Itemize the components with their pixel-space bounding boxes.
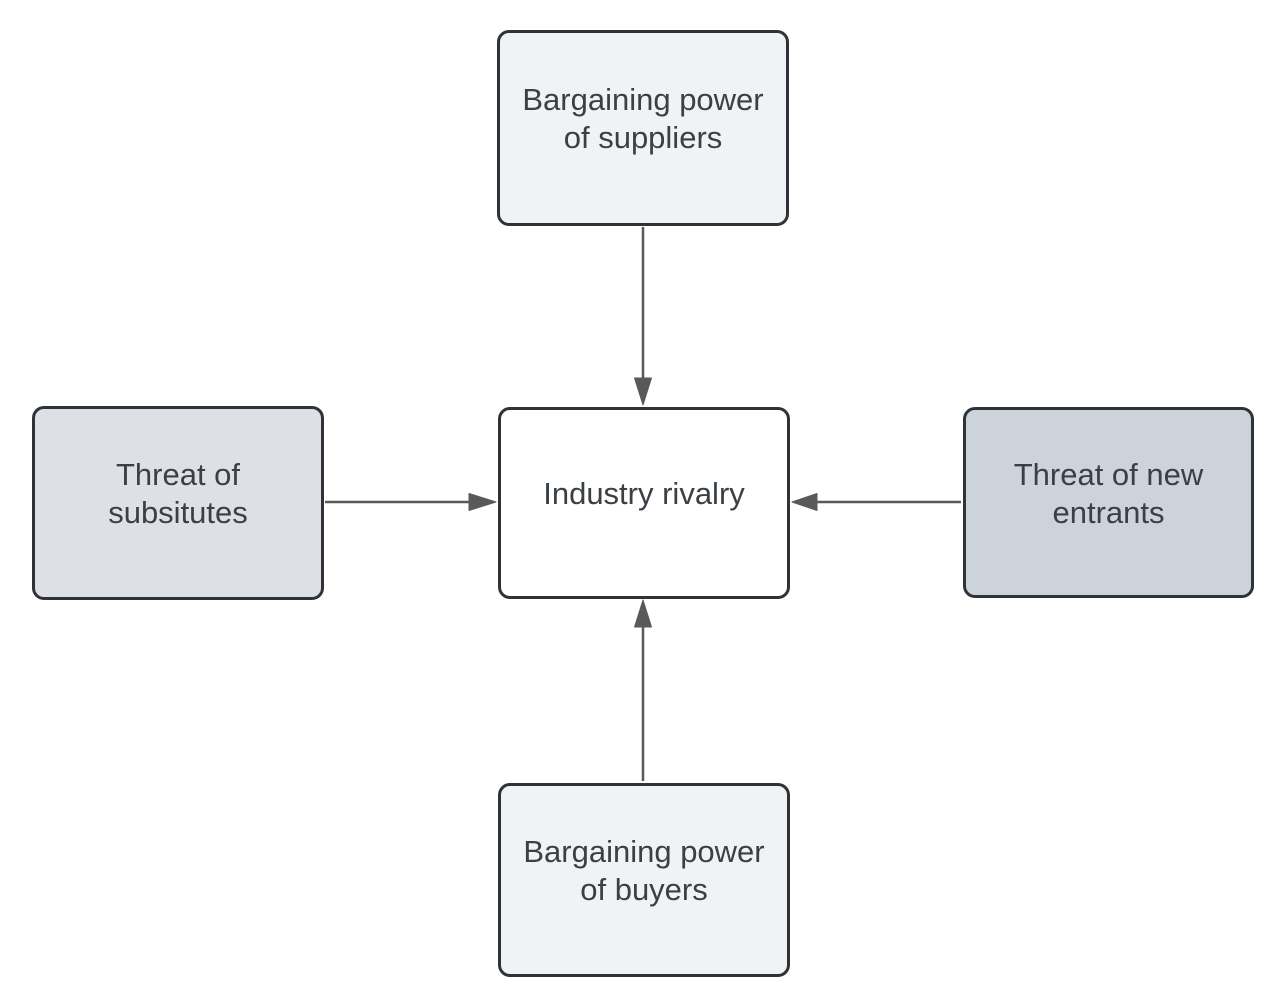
node-threat-of-new-entrants: Threat of new entrants (963, 407, 1254, 598)
node-label-line: of suppliers (563, 120, 723, 155)
node-label-line: Industry rivalry (543, 476, 745, 512)
node-label-line: Bargaining power (522, 82, 764, 118)
arrow-new-entrants-to-rivalry (791, 493, 961, 511)
node-label-line: Threat of (115, 457, 241, 493)
node-bargaining-power-of-buyers: Bargaining power of buyers (498, 783, 790, 977)
node-label-line: Bargaining power (523, 834, 765, 870)
node-label-line: Threat of new (1013, 456, 1204, 492)
node-label-line: subsitutes (108, 495, 248, 530)
arrow-suppliers-to-rivalry (634, 227, 652, 406)
arrow-substitutes-to-rivalry (325, 493, 497, 511)
node-label-line: entrants (1052, 494, 1165, 530)
node-threat-of-substitutes: Threat of subsitutes (32, 406, 324, 600)
arrow-buyers-to-rivalry (634, 599, 652, 781)
node-bargaining-power-of-suppliers: Bargaining power of suppliers (497, 30, 789, 226)
node-label-line: of buyers (580, 872, 708, 907)
node-industry-rivalry: Industry rivalry (498, 407, 790, 599)
